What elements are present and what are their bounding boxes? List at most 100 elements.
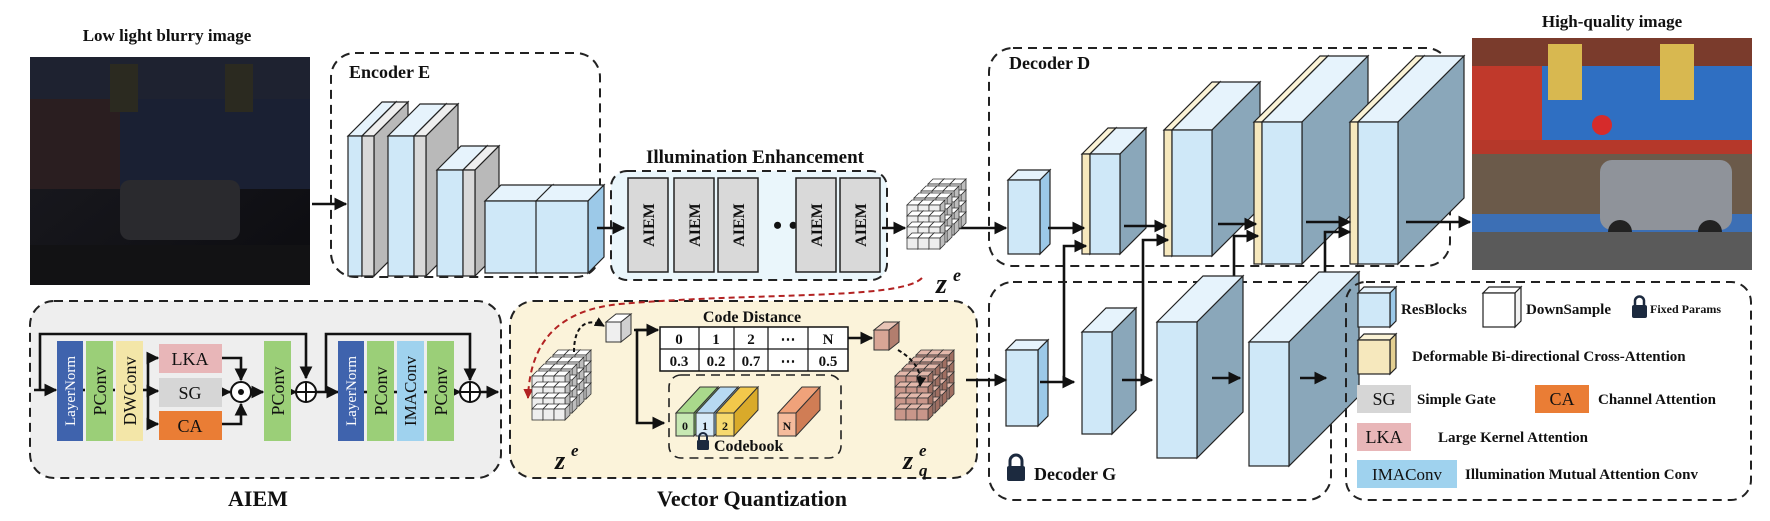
pconv-block	[86, 341, 113, 441]
encoder-resblock	[534, 183, 606, 275]
codebook-label: Codebook	[714, 438, 783, 455]
pconv-label: PConv	[431, 366, 451, 415]
code-distance-value: 0.5	[819, 354, 838, 370]
aiem-block-label: AIEM	[641, 203, 658, 247]
imaconv-block	[397, 341, 424, 441]
code-distance-title: Code Distance	[703, 309, 801, 326]
code-distance-value: 0.3	[670, 354, 689, 370]
output-image-title: High-quality image	[1542, 12, 1683, 31]
legend-downsample: DownSample	[1526, 302, 1611, 318]
svg-text:e: e	[953, 265, 961, 285]
aiem-detail-arrows	[34, 332, 500, 431]
legend: ResBlocks DownSample Fixed Params Deform…	[1356, 285, 1721, 488]
nearest-code-vector	[872, 320, 901, 352]
codebook-entry: 2	[714, 385, 760, 438]
svg-text:e: e	[919, 441, 927, 460]
aiem-block-label: AIEM	[853, 203, 870, 247]
query-vector	[604, 312, 633, 344]
aiem-block	[717, 177, 759, 273]
codebook-entry: N	[776, 385, 822, 438]
sg-label: SG	[178, 383, 201, 403]
decoder-g-arrows	[1040, 371, 1328, 389]
dwconv-block	[116, 341, 143, 441]
input-image-title: Low light blurry image	[83, 26, 252, 45]
decoder-d-resblock	[1006, 168, 1052, 256]
encoder-title: Encoder E	[349, 62, 430, 82]
code-index: 2	[747, 332, 755, 348]
code-distance-value: 0.7	[742, 354, 761, 370]
vq-input-latent-grid	[531, 349, 592, 421]
legend-lock-icon	[1632, 295, 1647, 318]
legend-downsample-icon	[1481, 285, 1523, 329]
legend-resblocks: ResBlocks	[1401, 302, 1467, 318]
code-index: 1	[712, 332, 720, 348]
pconv-block	[367, 341, 394, 441]
aiem-block	[839, 177, 881, 273]
svg-text:1: 1	[702, 419, 708, 433]
decoder-d-blocks	[1006, 54, 1466, 266]
add-icon	[459, 381, 481, 403]
layernorm-label: LayerNorm	[344, 356, 360, 426]
code-distance-table: 0 1 2 ⋯ N 0.3 0.2 0.7 ⋯ 0.5	[659, 326, 849, 372]
pconv-label: PConv	[371, 366, 391, 415]
decoder-g-blocks	[1004, 270, 1361, 468]
legend-sg-tag: SG	[1372, 389, 1395, 409]
vq-input-latent-label: z e	[554, 441, 579, 475]
decoder-d-arrows	[1048, 215, 1472, 382]
aiem-detail-blocks: LayerNorm PConv DWConv LKA SG CA PConv L…	[57, 341, 481, 441]
lka-label: LKA	[172, 349, 209, 369]
ca-block	[159, 411, 222, 440]
latent-cube	[928, 210, 946, 228]
code-index: ⋯	[781, 332, 796, 348]
svg-text:z: z	[935, 269, 947, 300]
code-index: N	[823, 332, 834, 348]
high-quality-output-image	[1472, 38, 1752, 270]
pconv-block	[427, 341, 454, 441]
decoder-d-frame	[988, 47, 1451, 267]
legend-fixed-params: Fixed Params	[1650, 302, 1721, 316]
svg-text:N: N	[783, 419, 792, 433]
svg-text:0: 0	[682, 419, 688, 433]
aiem-stack: AIEM AIEM AIEM • • • AIEM AIEM	[627, 177, 881, 273]
ca-label: CA	[177, 416, 202, 436]
code-distance-value: 0.2	[707, 354, 726, 370]
codebook-entries: 0 1 2 N	[674, 385, 822, 438]
aiem-block	[627, 177, 669, 273]
codebook-frame	[668, 374, 842, 459]
pconv-label: PConv	[90, 366, 110, 415]
decoder-d-title: Decoder D	[1009, 53, 1090, 73]
latent-cube	[928, 232, 946, 250]
aiem-block	[673, 177, 715, 273]
aiem-block-label: AIEM	[809, 203, 826, 247]
legend-sg-swatch	[1357, 385, 1411, 413]
svg-text:z: z	[902, 446, 914, 475]
arrow-nearest-to-output	[897, 349, 927, 387]
legend-ima-swatch	[1357, 460, 1457, 488]
vq-title: Vector Quantization	[657, 486, 847, 511]
legend-resblock-icon	[1356, 285, 1398, 329]
encoder-blocks	[346, 100, 606, 278]
lka-block	[159, 344, 222, 373]
svg-text:z: z	[554, 446, 566, 475]
legend-ca-tag: CA	[1549, 389, 1574, 409]
decoder-g-resblock	[1247, 270, 1361, 468]
legend-ca-swatch	[1535, 385, 1589, 413]
latent-ze-label: z e	[935, 265, 961, 300]
latent-cube	[916, 403, 934, 421]
pconv-label: PConv	[268, 366, 288, 415]
legend-lka-tag: LKA	[1366, 427, 1403, 447]
vq-output-latent-label: z e q	[902, 441, 928, 480]
decoder-d-resblock	[1170, 80, 1262, 258]
encoder-frame	[330, 52, 601, 278]
aiem-block-label: AIEM	[731, 203, 748, 247]
svg-text:2: 2	[722, 419, 728, 433]
decoder-g-title: Decoder G	[1034, 464, 1116, 484]
dwconv-label: DWConv	[120, 357, 140, 426]
illumination-title: Illumination Enhancement	[646, 147, 865, 168]
aiem-block-label: AIEM	[687, 203, 704, 247]
arrow-latent-to-vq	[523, 277, 923, 399]
pconv-block	[264, 341, 291, 441]
layernorm-block	[338, 341, 364, 441]
legend-lka-swatch	[1357, 423, 1411, 451]
